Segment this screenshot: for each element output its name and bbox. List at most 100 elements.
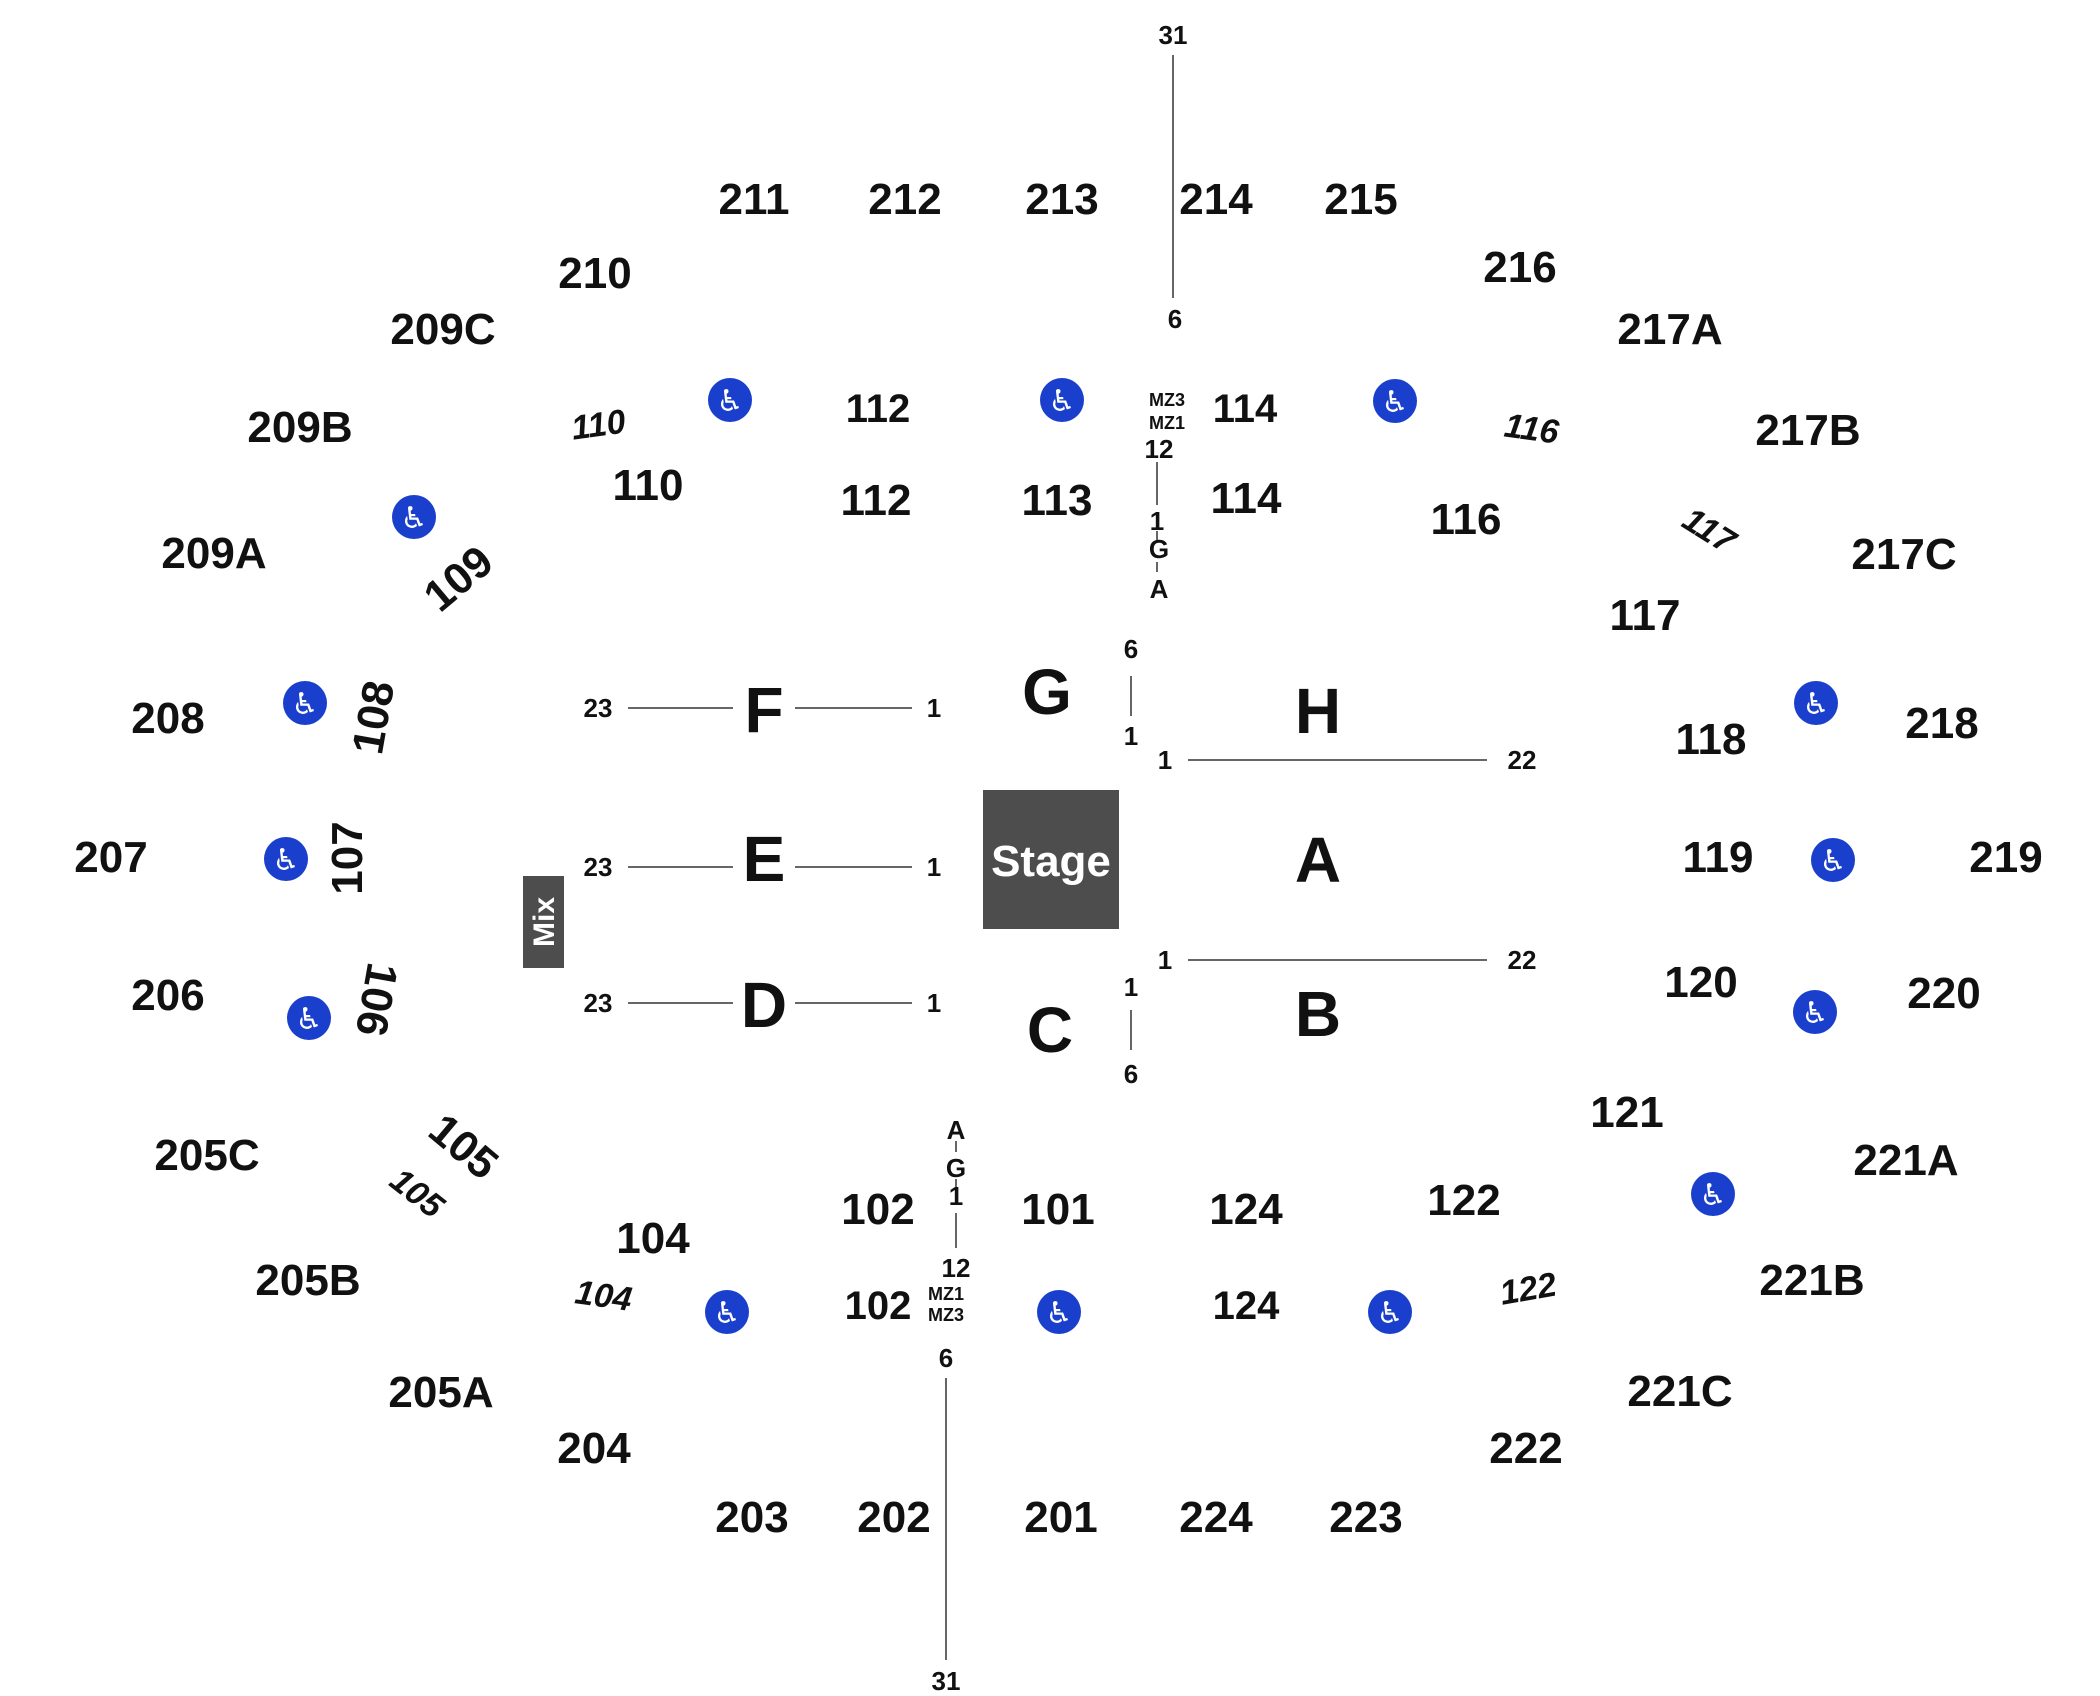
section-124[interactable]: 124 — [1213, 1284, 1280, 1328]
row-label: 1 — [1124, 721, 1138, 751]
section-211[interactable]: 211 — [719, 175, 790, 224]
mz-label: MZ1 — [1149, 413, 1185, 433]
wheelchair-icon[interactable]: ♿ — [392, 495, 436, 539]
section-221c[interactable]: 221C — [1627, 1367, 1732, 1416]
floor-section-f[interactable]: F — [744, 674, 783, 746]
section-122[interactable]: 122 — [1427, 1176, 1500, 1225]
section-113[interactable]: 113 — [1022, 476, 1093, 525]
section-217a[interactable]: 217A — [1617, 305, 1722, 354]
section-122[interactable]: 122 — [1497, 1266, 1560, 1313]
section-220[interactable]: 220 — [1907, 969, 1980, 1018]
mz-label: MZ3 — [928, 1305, 964, 1325]
row-label: 31 — [1159, 20, 1188, 50]
section-210[interactable]: 210 — [558, 249, 631, 298]
section-209c[interactable]: 209C — [390, 305, 495, 354]
section-104[interactable]: 104 — [573, 1273, 635, 1319]
section-217c[interactable]: 217C — [1851, 530, 1956, 579]
row-label: 23 — [584, 852, 613, 882]
stage[interactable]: Stage — [983, 790, 1119, 929]
section-112[interactable]: 112 — [841, 476, 912, 525]
section-112[interactable]: 112 — [846, 387, 911, 431]
floor-section-b[interactable]: B — [1295, 978, 1341, 1050]
section-204[interactable]: 204 — [557, 1424, 631, 1473]
section-205a[interactable]: 205A — [388, 1368, 493, 1417]
floor-section-g[interactable]: G — [1022, 656, 1072, 728]
section-213[interactable]: 213 — [1025, 175, 1098, 224]
wheelchair-icon[interactable]: ♿ — [1691, 1172, 1735, 1216]
wheelchair-icon[interactable]: ♿ — [287, 996, 331, 1040]
mix-label: Mix — [528, 897, 561, 947]
floor-section-e[interactable]: E — [743, 823, 786, 895]
row-label: 1 — [1150, 506, 1164, 536]
section-219[interactable]: 219 — [1969, 833, 2042, 882]
section-207[interactable]: 207 — [74, 833, 147, 882]
row-label: 6 — [1168, 304, 1182, 334]
wheelchair-icon[interactable]: ♿ — [1037, 1290, 1081, 1334]
section-222[interactable]: 222 — [1489, 1424, 1562, 1473]
section-124[interactable]: 124 — [1209, 1185, 1283, 1234]
row-label: 31 — [932, 1666, 961, 1696]
section-109[interactable]: 109 — [415, 537, 503, 622]
section-102[interactable]: 102 — [845, 1284, 912, 1328]
section-208[interactable]: 208 — [131, 694, 204, 743]
section-201[interactable]: 201 — [1024, 1493, 1097, 1542]
section-118[interactable]: 118 — [1676, 715, 1747, 764]
section-116[interactable]: 116 — [1431, 495, 1502, 544]
row-label: 23 — [584, 693, 613, 723]
section-105[interactable]: 105 — [419, 1105, 507, 1190]
section-205b[interactable]: 205B — [255, 1256, 360, 1305]
section-121[interactable]: 121 — [1590, 1088, 1663, 1137]
wheelchair-icon[interactable]: ♿ — [705, 1290, 749, 1334]
wheelchair-icon[interactable]: ♿ — [264, 837, 308, 881]
section-114[interactable]: 114 — [1211, 474, 1283, 523]
section-209b[interactable]: 209B — [247, 403, 352, 452]
section-215[interactable]: 215 — [1324, 175, 1397, 224]
floor-section-a[interactable]: A — [1295, 824, 1341, 896]
section-202[interactable]: 202 — [857, 1493, 930, 1542]
section-110[interactable]: 110 — [613, 461, 684, 510]
section-102[interactable]: 102 — [841, 1185, 914, 1234]
section-120[interactable]: 120 — [1664, 958, 1737, 1007]
wheelchair-icon[interactable]: ♿ — [1794, 681, 1838, 725]
stage-label: Stage — [991, 837, 1111, 886]
section-214[interactable]: 214 — [1179, 175, 1253, 224]
section-104[interactable]: 104 — [616, 1214, 690, 1263]
section-116[interactable]: 116 — [1502, 407, 1562, 452]
mix-position[interactable]: Mix — [523, 876, 564, 968]
section-216[interactable]: 216 — [1483, 243, 1556, 292]
wheelchair-icon[interactable]: ♿ — [708, 378, 752, 422]
section-209a[interactable]: 209A — [161, 529, 266, 578]
section-108[interactable]: 108 — [343, 677, 404, 758]
section-203[interactable]: 203 — [715, 1493, 788, 1542]
section-205c[interactable]: 205C — [154, 1131, 259, 1180]
floor-section-d[interactable]: D — [741, 969, 787, 1041]
wheelchair-icon[interactable]: ♿ — [1793, 990, 1837, 1034]
section-117[interactable]: 117 — [1610, 591, 1681, 640]
section-218[interactable]: 218 — [1905, 699, 1978, 748]
section-223[interactable]: 223 — [1329, 1493, 1402, 1542]
section-107[interactable]: 107 — [323, 821, 372, 894]
section-224[interactable]: 224 — [1179, 1493, 1253, 1542]
wheelchair-icon[interactable]: ♿ — [1811, 838, 1855, 882]
section-119[interactable]: 119 — [1683, 833, 1754, 882]
floor-section-c[interactable]: C — [1027, 994, 1073, 1066]
wheelchair-icon[interactable]: ♿ — [1373, 379, 1417, 423]
section-106[interactable]: 106 — [346, 959, 407, 1040]
section-206[interactable]: 206 — [131, 971, 204, 1020]
wheelchair-icon[interactable]: ♿ — [283, 681, 327, 725]
section-110[interactable]: 110 — [569, 403, 628, 448]
section-105[interactable]: 105 — [383, 1161, 452, 1227]
wheelchair-icon[interactable]: ♿ — [1368, 1290, 1412, 1334]
section-217b[interactable]: 217B — [1755, 406, 1860, 455]
section-114[interactable]: 114 — [1213, 387, 1278, 431]
section-117[interactable]: 117 — [1676, 500, 1744, 562]
row-label: 1 — [1158, 745, 1172, 775]
row-label: 12 — [1145, 434, 1174, 464]
section-221a[interactable]: 221A — [1853, 1136, 1958, 1185]
section-101[interactable]: 101 — [1021, 1185, 1094, 1234]
section-212[interactable]: 212 — [868, 175, 941, 224]
floor-section-h[interactable]: H — [1295, 675, 1341, 747]
section-221b[interactable]: 221B — [1759, 1256, 1864, 1305]
wheelchair-icon[interactable]: ♿ — [1040, 378, 1084, 422]
